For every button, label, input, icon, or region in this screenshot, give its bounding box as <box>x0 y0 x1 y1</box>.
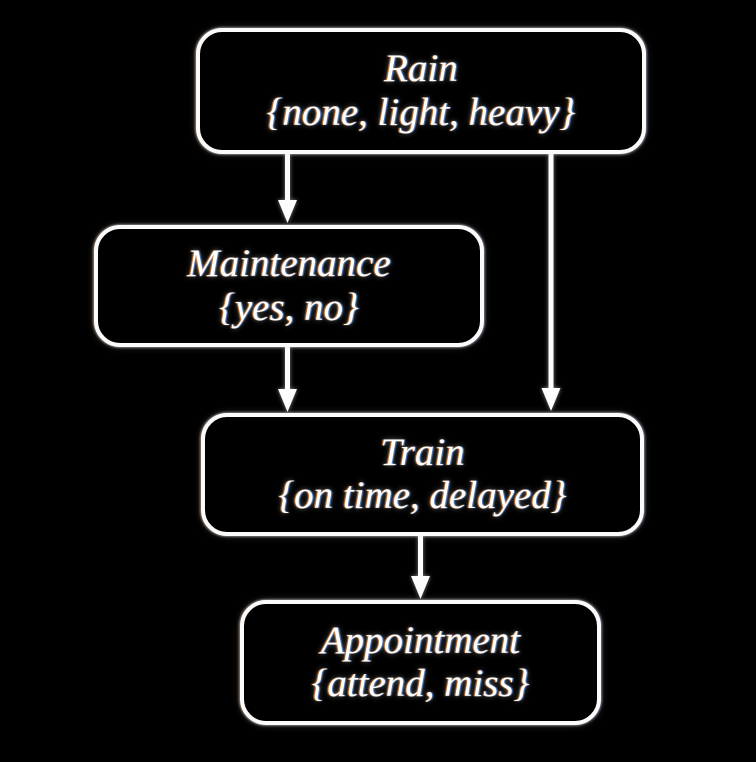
edge-train-to-appointment <box>403 534 439 602</box>
node-maintenance-states: {yes, no} <box>219 285 359 329</box>
arrowhead-icon <box>278 389 297 412</box>
node-train-label: Train <box>380 430 465 474</box>
node-train[interactable]: Train {on time, delayed} <box>201 413 644 536</box>
arrowhead-icon <box>411 576 430 599</box>
edge-maintenance-to-train <box>270 345 306 415</box>
node-rain-states: {none, light, heavy} <box>266 90 576 134</box>
node-appointment[interactable]: Appointment {attend, miss} <box>240 600 601 725</box>
node-appointment-label: Appointment <box>320 618 521 662</box>
node-rain[interactable]: Rain {none, light, heavy} <box>196 28 646 154</box>
node-train-states: {on time, delayed} <box>278 474 567 517</box>
node-rain-label: Rain <box>384 47 458 91</box>
node-maintenance-label: Maintenance <box>187 242 391 286</box>
arrowhead-icon <box>541 388 561 411</box>
edge-rain-to-train <box>533 152 569 414</box>
node-appointment-states: {attend, miss} <box>311 662 530 705</box>
edge-rain-to-maintenance <box>270 152 306 226</box>
node-maintenance[interactable]: Maintenance {yes, no} <box>94 225 484 347</box>
arrowhead-icon <box>278 200 297 223</box>
